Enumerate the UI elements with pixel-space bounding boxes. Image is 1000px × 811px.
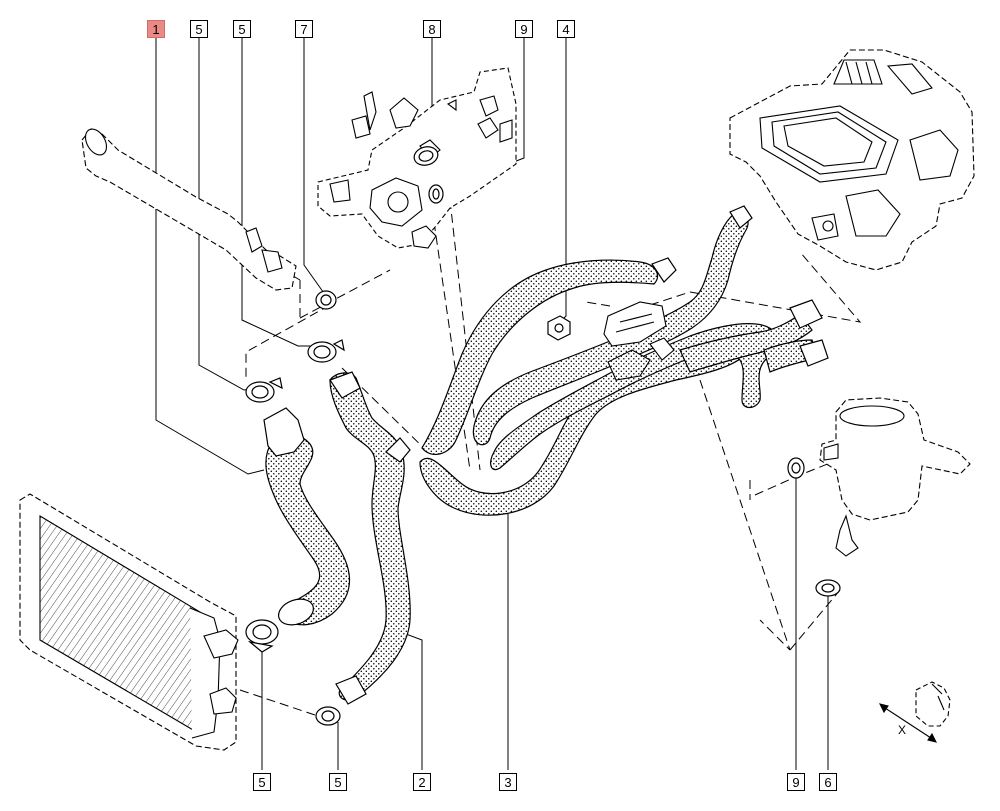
- callout-6[interactable]: 6: [819, 773, 837, 791]
- leader-line-7: [303, 38, 327, 297]
- callout-5-a[interactable]: 5: [190, 20, 208, 38]
- clamp-5-c: [245, 619, 279, 653]
- hose-clamps: [245, 146, 841, 726]
- clamp-5-a: [245, 377, 283, 403]
- callout-5-b[interactable]: 5: [233, 20, 251, 38]
- callout-7[interactable]: 7: [295, 20, 313, 38]
- hose-heater-feed: [472, 205, 829, 471]
- axis-x-label: X: [898, 723, 907, 737]
- callout-8[interactable]: 8: [423, 20, 441, 38]
- hose-bracket: [603, 301, 675, 381]
- clamp-9-upper: [428, 184, 444, 204]
- clamp-9-lower: [787, 457, 805, 479]
- clamp-8: [413, 146, 439, 166]
- callout-2[interactable]: 2: [413, 773, 431, 791]
- heater-box: [729, 49, 975, 271]
- expansion-tank: [819, 397, 971, 557]
- clamp-5-d: [315, 706, 341, 726]
- valve-unit: [915, 681, 951, 727]
- leader-line-1: [155, 38, 265, 475]
- clamp-4: [547, 315, 571, 341]
- engine-outlet-pipe: [81, 127, 297, 291]
- clamp-5-b: [307, 339, 345, 363]
- clamp-7: [315, 290, 337, 310]
- radiator: [19, 493, 239, 751]
- callout-1[interactable]: 1: [147, 20, 165, 38]
- leader-line-5b: [241, 38, 312, 347]
- callout-5-d[interactable]: 5: [329, 773, 347, 791]
- leader-line-2: [405, 633, 423, 770]
- axis-indicator: [878, 703, 938, 743]
- callout-9-top[interactable]: 9: [515, 20, 533, 38]
- hose-radiator-lower: [329, 371, 411, 705]
- callout-9-bottom[interactable]: 9: [787, 773, 805, 791]
- callout-4[interactable]: 4: [557, 20, 575, 38]
- clamp-6: [815, 579, 841, 597]
- callout-5-c[interactable]: 5: [253, 773, 271, 791]
- callout-3[interactable]: 3: [499, 773, 517, 791]
- hose-radiator-upper: [263, 407, 351, 626]
